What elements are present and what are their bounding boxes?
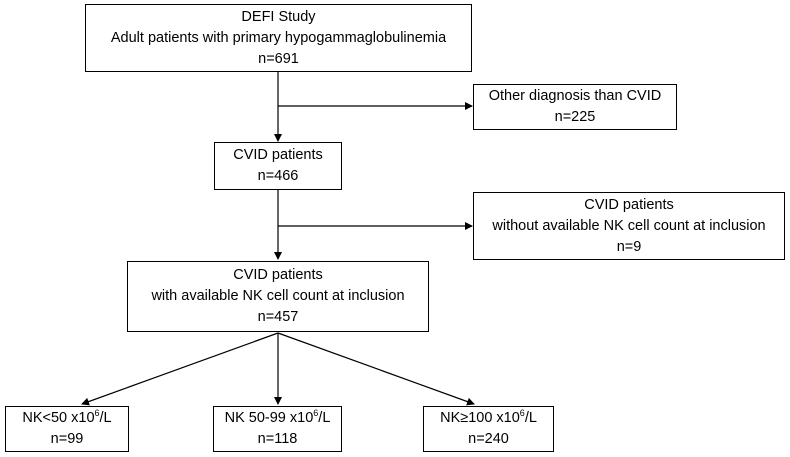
with-nk-count: n=457 <box>257 309 299 325</box>
nk-mid-box: NK 50-99 x106/L n=118 <box>213 406 342 452</box>
nk-mid-count: n=118 <box>257 431 298 447</box>
arrow-to-nk-low <box>81 332 279 406</box>
nk-low-count: n=99 <box>50 431 84 447</box>
nk-low-box: NK<50 x106/L n=99 <box>5 406 129 452</box>
other-diagnosis-label: Other diagnosis than CVID <box>488 88 662 104</box>
without-nk-label: CVID patients <box>584 196 674 213</box>
nk-high-count: n=240 <box>468 431 509 447</box>
study-count: n=691 <box>258 50 299 67</box>
nk-mid-label: NK 50-99 x106/L <box>224 408 331 426</box>
without-nk-detail: without available NK cell count at inclu… <box>492 217 766 234</box>
cvid-label: CVID patients <box>233 147 323 163</box>
other-diagnosis-count: n=225 <box>554 109 596 125</box>
arrow-to-nk-high <box>277 332 475 406</box>
with-nk-box: CVID patients with available NK cell cou… <box>127 261 429 332</box>
cvid-box: CVID patients n=466 <box>214 142 342 190</box>
without-nk-box: CVID patients without available NK cell … <box>473 192 785 260</box>
without-nk-count: n=9 <box>616 238 642 255</box>
with-nk-label: CVID patients <box>233 267 323 283</box>
study-population: Adult patients with primary hypogammaglo… <box>110 29 447 46</box>
nk-high-box: NK≥100 x106/L n=240 <box>423 406 554 452</box>
nk-high-label: NK≥100 x106/L <box>440 408 537 426</box>
study-box: DEFI Study Adult patients with primary h… <box>85 4 472 72</box>
cvid-count: n=466 <box>257 168 299 184</box>
nk-low-label: NK<50 x106/L <box>22 408 112 426</box>
other-diagnosis-box: Other diagnosis than CVID n=225 <box>473 84 677 130</box>
study-title: DEFI Study <box>241 8 316 25</box>
with-nk-detail: with available NK cell count at inclusio… <box>151 288 405 304</box>
